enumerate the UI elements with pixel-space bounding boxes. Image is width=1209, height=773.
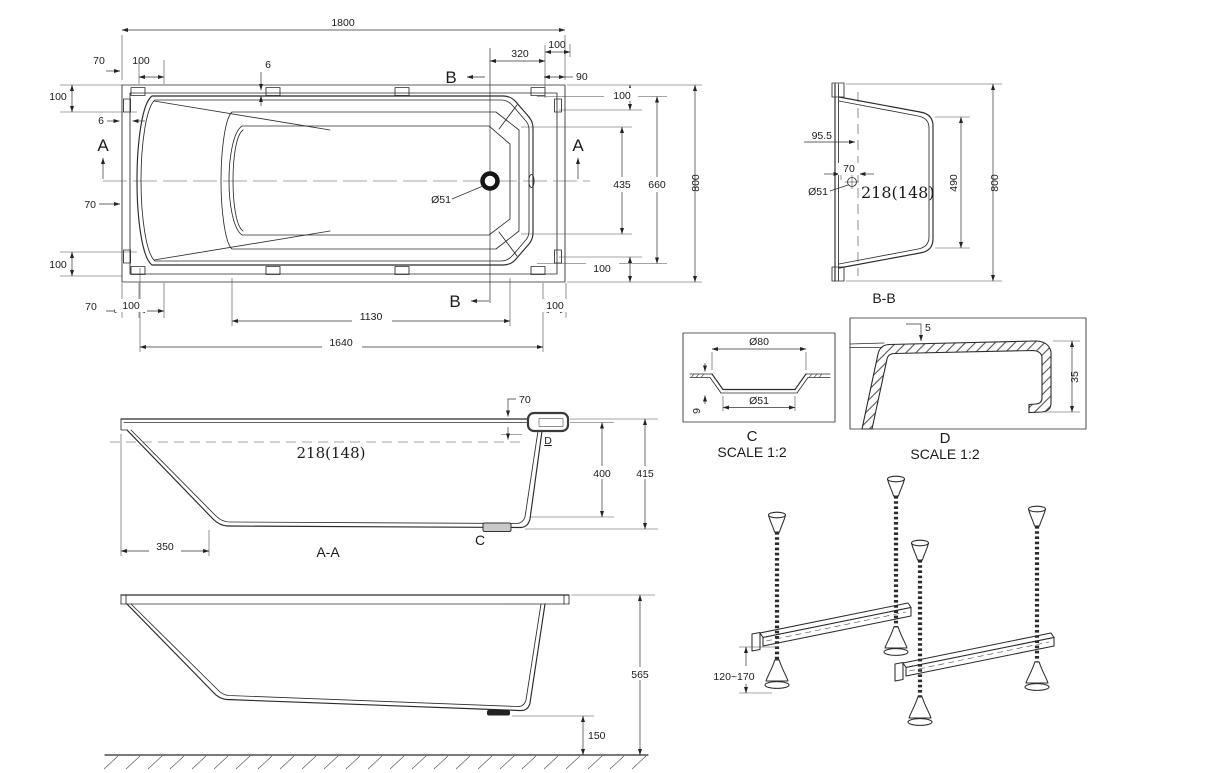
dim-95-5: 95.5 bbox=[812, 130, 833, 142]
dim-150: 150 bbox=[588, 730, 606, 742]
detail-c-view: Ø80 Ø51 9 C SCALE 1:2 bbox=[682, 332, 836, 460]
dim-800-plan: 800 bbox=[690, 174, 702, 192]
dim-400: 400 bbox=[593, 468, 611, 480]
section-b-label-top: B bbox=[445, 68, 456, 87]
section-bb-view: 95.5 70 Ø51 218(148) 490 800 B-B bbox=[804, 82, 1002, 306]
support-rail-rear bbox=[894, 632, 1055, 682]
section-a-label-right: A bbox=[572, 136, 584, 155]
dim-1130: 1130 bbox=[360, 311, 383, 323]
section-b-label-bottom: B bbox=[449, 292, 460, 311]
dim-320: 320 bbox=[511, 48, 529, 60]
bb-geometry bbox=[831, 82, 934, 282]
overflow-slot bbox=[528, 174, 535, 188]
dim-d80: Ø80 bbox=[749, 336, 769, 348]
side-elevation-view: 565 150 bbox=[103, 594, 656, 770]
dim-100-top-right: 100 bbox=[548, 39, 566, 51]
detail-c-dimensions: Ø80 Ø51 9 bbox=[691, 336, 807, 414]
dim-415: 415 bbox=[636, 468, 654, 480]
dim-70-bb: 70 bbox=[843, 163, 855, 175]
dim-100-top-left: 100 bbox=[132, 55, 150, 67]
detail-c-geometry bbox=[689, 373, 831, 394]
adjustable-leg bbox=[907, 539, 933, 726]
drain-diameter-label: Ø51 bbox=[431, 194, 451, 206]
dim-6-left: 6 bbox=[98, 115, 104, 127]
dim-100-right-bottom: 100 bbox=[593, 263, 611, 275]
dim-565: 565 bbox=[631, 669, 649, 681]
section-bb-title: B-B bbox=[872, 290, 895, 306]
detail-d-view: 5 35 D SCALE 1:2 bbox=[849, 317, 1087, 462]
detail-c-frame bbox=[682, 332, 836, 423]
dim-1800: 1800 bbox=[331, 17, 355, 29]
drain-stub bbox=[487, 710, 510, 716]
detail-d-dimensions: 5 35 bbox=[906, 322, 1081, 413]
dim-1640: 1640 bbox=[329, 337, 353, 349]
aa-geometry bbox=[110, 411, 570, 532]
dim-90: 90 bbox=[576, 71, 588, 83]
detail-c-title: C bbox=[747, 428, 758, 445]
elevation-dimensions: 565 150 bbox=[512, 594, 656, 756]
dim-100-right-top: 100 bbox=[613, 90, 631, 102]
adjustable-leg bbox=[1024, 505, 1050, 691]
detail-c-scale: SCALE 1:2 bbox=[717, 444, 786, 460]
detail-c-reference: C bbox=[475, 532, 485, 548]
aa-foot-pad bbox=[482, 522, 512, 532]
plan-view: 1800 70 100 6 320 100 90 100 6 70 100 10… bbox=[49, 17, 702, 352]
plan-dimensions: 1800 70 100 6 320 100 90 100 6 70 100 10… bbox=[49, 17, 702, 352]
dim-35: 35 bbox=[1069, 371, 1081, 383]
adjustable-leg bbox=[883, 475, 909, 656]
dim-70-top-left: 70 bbox=[93, 55, 105, 67]
bb-dimensions: 95.5 70 Ø51 218(148) 490 800 B-B bbox=[804, 83, 1002, 306]
aa-rim-detail-box bbox=[526, 411, 570, 433]
detail-d-title: D bbox=[940, 430, 951, 447]
section-aa-view: 70 218(148) 400 415 350 D C A-A bbox=[110, 394, 661, 560]
dim-6-top: 6 bbox=[265, 59, 271, 71]
dim-350: 350 bbox=[156, 541, 174, 553]
dim-9: 9 bbox=[691, 408, 703, 414]
detail-d-frame bbox=[849, 317, 1087, 430]
dim-435: 435 bbox=[613, 179, 631, 191]
ground-hatching bbox=[103, 755, 647, 770]
elevation-geometry bbox=[103, 594, 649, 770]
support-frame-view: 120~170 bbox=[704, 475, 1055, 726]
support-rail-front bbox=[751, 602, 912, 652]
bb-drain-label: Ø51 bbox=[808, 186, 828, 198]
aa-dimensions: 70 218(148) 400 415 350 D C A-A bbox=[120, 394, 661, 560]
dim-d51: Ø51 bbox=[749, 395, 769, 407]
dim-100-bottom-right: 100 bbox=[546, 300, 564, 312]
plan-geometry bbox=[103, 48, 590, 303]
dim-70-left: 70 bbox=[84, 199, 96, 211]
dim-100-bottom-left: 100 bbox=[122, 300, 140, 312]
rim-section-hatched bbox=[861, 340, 1052, 430]
dim-800-bb: 800 bbox=[989, 174, 1001, 192]
dim-height-adjust: 120~170 bbox=[713, 671, 754, 683]
dim-70-bottom-left: 70 bbox=[85, 301, 97, 313]
detail-d-reference: D bbox=[544, 435, 552, 447]
bb-waterline-label: 218(148) bbox=[861, 183, 935, 202]
frame-dimensions: 120~170 bbox=[704, 646, 779, 694]
dim-490: 490 bbox=[948, 174, 960, 192]
detail-d-geometry bbox=[849, 340, 1052, 430]
dim-70-aa: 70 bbox=[519, 394, 531, 406]
aa-waterline-label: 218(148) bbox=[297, 444, 366, 462]
dim-5: 5 bbox=[925, 322, 931, 334]
section-aa-title: A-A bbox=[316, 544, 340, 560]
drain-hole bbox=[480, 171, 500, 191]
detail-d-scale: SCALE 1:2 bbox=[910, 446, 979, 462]
dim-660: 660 bbox=[648, 179, 666, 191]
dim-100-left-bottom: 100 bbox=[49, 259, 67, 271]
adjustable-leg bbox=[764, 511, 790, 689]
section-a-label-left: A bbox=[97, 136, 109, 155]
dim-100-left-top: 100 bbox=[49, 91, 67, 103]
